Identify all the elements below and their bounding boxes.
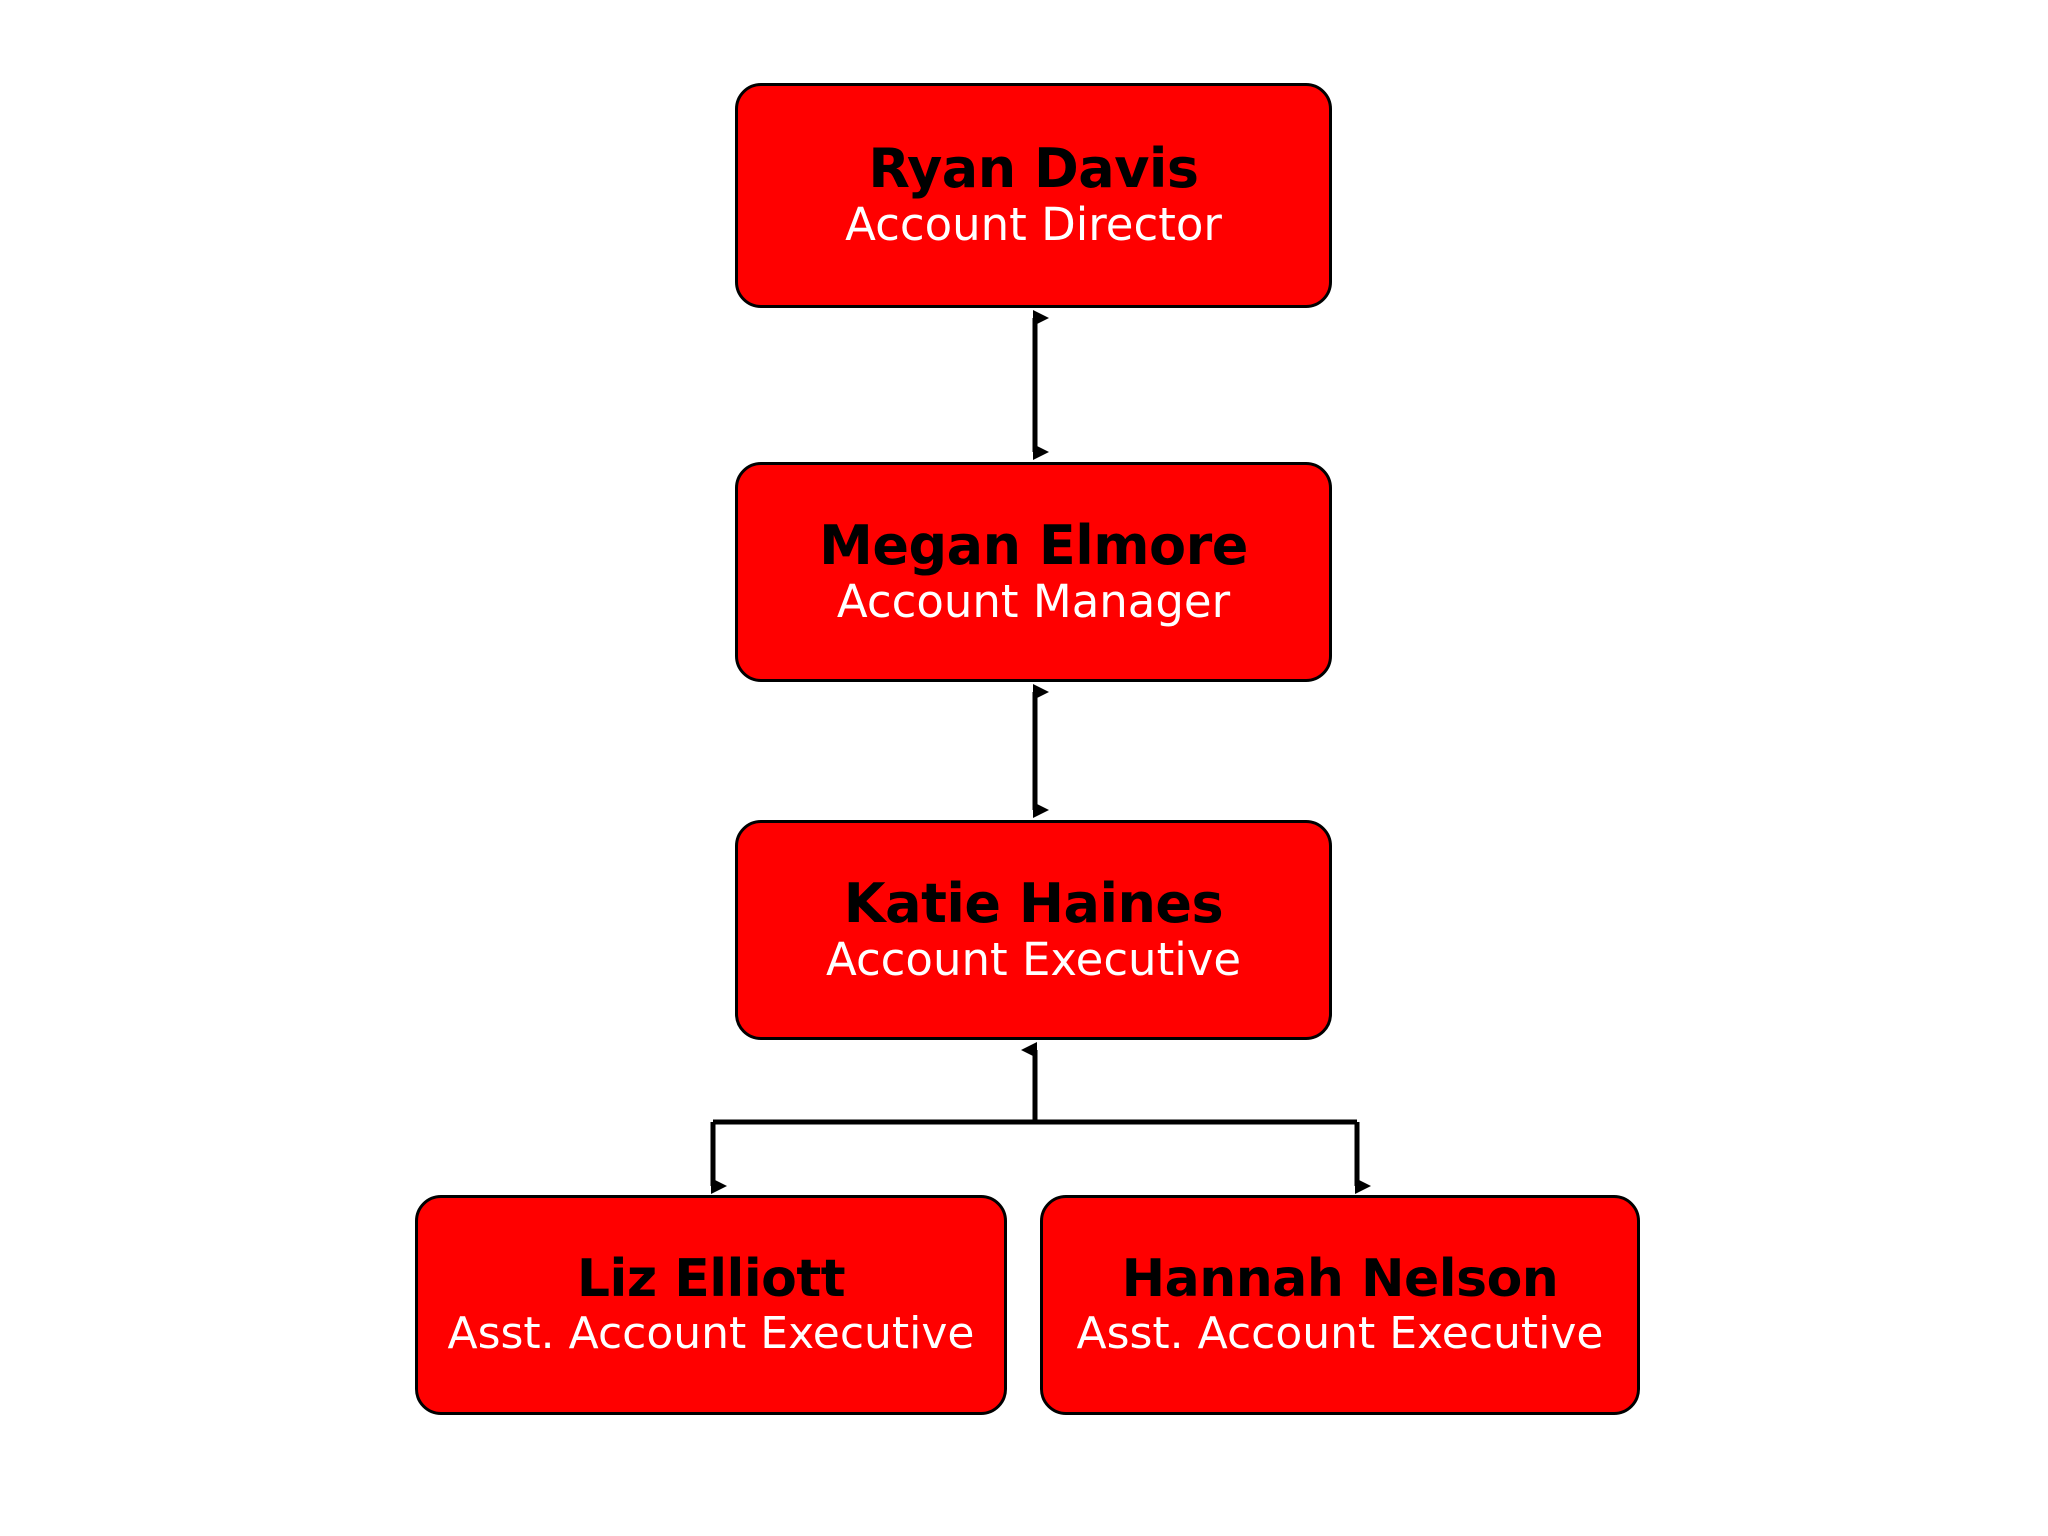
org-node-account-manager[interactable]: Megan Elmore Account Manager [735,462,1332,682]
org-node-asst-account-executive-left[interactable]: Liz Elliott Asst. Account Executive [415,1195,1007,1415]
node-title: Asst. Account Executive [1076,1308,1604,1360]
node-title: Asst. Account Executive [447,1308,975,1360]
org-node-asst-account-executive-right[interactable]: Hannah Nelson Asst. Account Executive [1040,1195,1640,1415]
node-title: Account Manager [836,574,1231,628]
node-name: Megan Elmore [819,513,1248,577]
org-node-account-executive[interactable]: Katie Haines Account Executive [735,820,1332,1040]
node-name: Ryan Davis [868,137,1199,201]
node-name: Katie Haines [843,871,1224,935]
node-title: Account Director [845,198,1222,252]
node-name: Liz Elliott [576,1249,846,1310]
org-node-account-director[interactable]: Ryan Davis Account Director [735,83,1332,308]
connector-executive-assistants [710,1042,1371,1194]
node-title: Account Executive [825,932,1242,986]
node-name: Hannah Nelson [1121,1249,1559,1310]
